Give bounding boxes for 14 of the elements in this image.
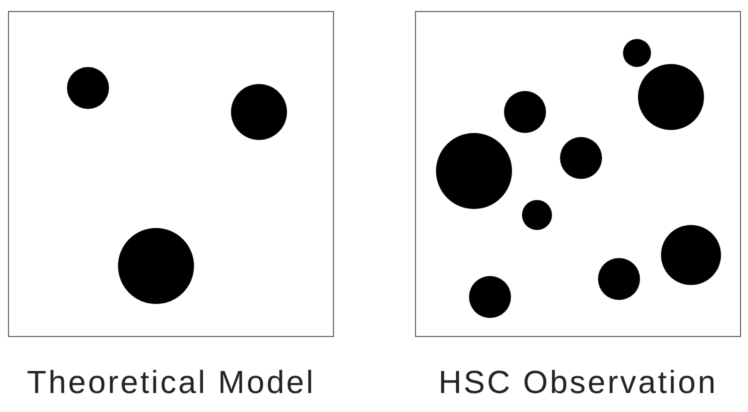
circle <box>598 258 640 300</box>
circle <box>661 225 721 285</box>
circle <box>67 67 109 109</box>
circle <box>231 84 287 140</box>
circle <box>504 91 546 133</box>
panel-caption: HSC Observation <box>438 364 718 400</box>
circle <box>522 200 552 230</box>
circle <box>623 39 651 67</box>
circle <box>469 276 511 318</box>
circle <box>560 137 602 179</box>
circle <box>638 64 704 130</box>
circle <box>436 133 512 209</box>
circle <box>118 228 194 304</box>
panel-caption: Theoretical Model <box>26 364 316 400</box>
